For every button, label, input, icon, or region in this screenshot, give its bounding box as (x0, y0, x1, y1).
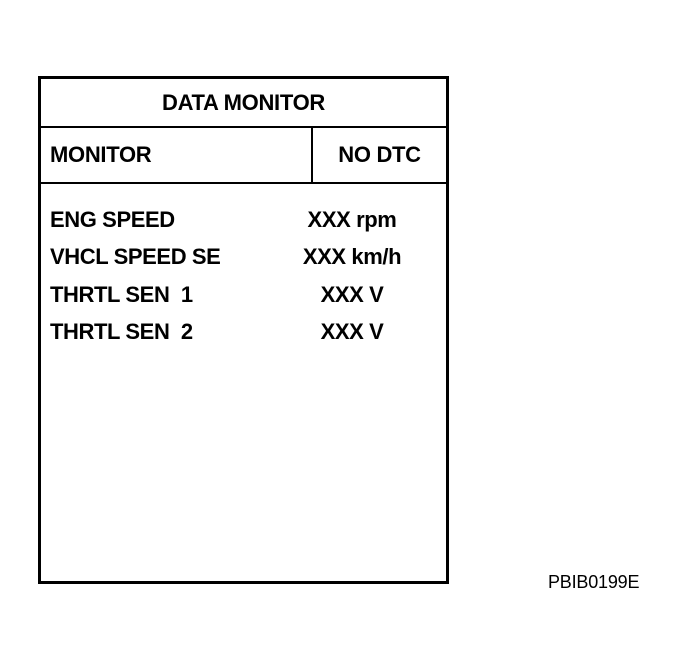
monitor-item-label: THRTL SEN 1 (50, 281, 193, 307)
figure-id: PBIB0199E (548, 572, 640, 592)
monitor-item-vhcl-speed: VHCL SPEED SE XXX km/h (41, 239, 446, 277)
dtc-status: NO DTC (338, 142, 421, 167)
screen-title: DATA MONITOR (41, 79, 446, 128)
monitor-item-thrtl-sen-1: THRTL SEN 1 XXX V (41, 276, 446, 314)
monitor-item-list: ENG SPEED XXX rpm VHCL SPEED SE XXX km/h… (41, 184, 446, 351)
monitor-header-row: MONITOR NO DTC (41, 128, 446, 184)
monitor-item-value: XXX V (320, 319, 384, 345)
monitor-item-value: XXX km/h (302, 244, 402, 270)
monitor-item-label: THRTL SEN 2 (50, 319, 193, 345)
monitor-item-value: XXX V (320, 281, 384, 307)
monitor-item-label: ENG SPEED (50, 206, 175, 232)
monitor-item-thrtl-sen-2: THRTL SEN 2 XXX V (41, 314, 446, 352)
data-monitor-screen: DATA MONITOR MONITOR NO DTC ENG SPEED XX… (38, 76, 449, 584)
monitor-item-label: VHCL SPEED SE (50, 244, 221, 270)
monitor-header-label: MONITOR (41, 128, 313, 182)
monitor-item-value: XXX rpm (307, 206, 397, 232)
monitor-item-eng-speed: ENG SPEED XXX rpm (41, 201, 446, 239)
